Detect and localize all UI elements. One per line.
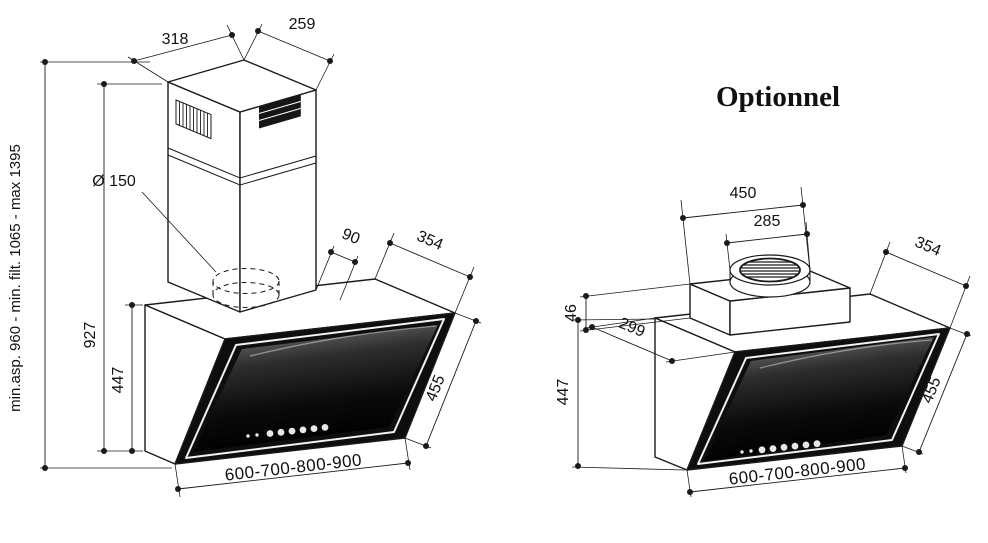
chimney-top-depth-dim: 259 [289,16,316,33]
outlet-width-dim: 285 [754,213,781,230]
glass-inner-sheen [193,325,438,452]
chimney-height-dim: 927 [82,322,99,349]
figure-hood-optional: Optionnel [555,81,972,498]
recirculation-box [689,254,851,336]
vent-grille-right [258,94,301,129]
optional-title: Optionnel [716,81,840,113]
glass-reflection [759,339,933,369]
chimney [167,59,317,313]
glass-reflection [249,325,437,357]
chimney-joint-line [167,147,317,179]
control-buttons [246,424,329,438]
glass-inner-outline [697,333,940,465]
chimney-joint-line [167,154,317,186]
front-depth-dim: 299 [616,315,647,341]
vent-grille-left [175,99,212,140]
top-depth-dim: 354 [912,234,943,260]
box-height-dim: 46 [563,304,580,322]
top-depth-dim: 354 [414,228,445,254]
round-outlet [729,254,811,298]
height-range-note: min.asp. 960 - min. filt. 1065 - max 139… [7,144,24,412]
control-buttons [740,440,821,454]
left-dimension-lines [40,23,482,498]
body-height-dim: 447 [555,379,572,406]
right-dimension-lines [571,186,972,498]
duct-diameter-dim: Ø 150 [92,173,136,190]
glass-inner-outline [185,318,445,459]
duct-hidden-outline [212,268,280,308]
box-width-dim: 450 [730,185,757,202]
body-height-dim: 447 [110,367,127,394]
hood-body [144,278,456,465]
chimney-top-width-dim: 318 [162,31,189,48]
figure-hood-with-chimney: 318 259 Ø 150 90 354 927 447 455 600-700… [7,16,482,498]
duct-offset-dim: 90 [339,226,362,249]
